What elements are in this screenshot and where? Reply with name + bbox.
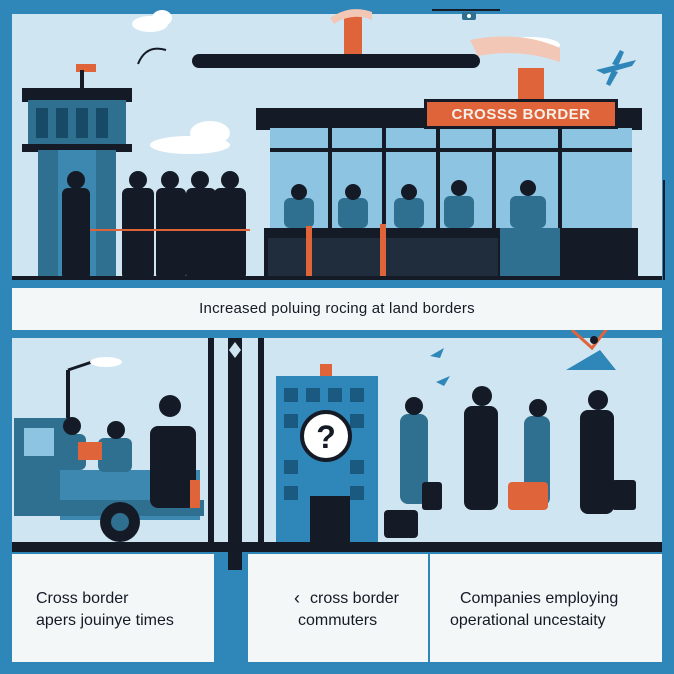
bottom-scene-graphics: ?: [12, 330, 662, 570]
caption-left-line1: Cross border: [36, 590, 129, 607]
lamp-post-icon: [66, 357, 122, 430]
caption-middle-line2: commuters: [298, 612, 378, 629]
caption-middle-line1: cross border: [310, 590, 399, 607]
banner-text: Increased poluing rocing at land borders: [199, 300, 475, 317]
caption-panel-left: Cross border apers jouinye times: [12, 554, 214, 662]
caption-panel-right: Companies employing operational uncestai…: [430, 554, 662, 662]
caption-panel-middle: ‹ cross border commuters: [248, 554, 428, 662]
svg-text:?: ?: [316, 419, 336, 455]
airplane-icon: [596, 50, 636, 86]
bird-icon: [430, 348, 450, 386]
caption-left-line2: apers jouinye times: [36, 612, 174, 629]
caption-right-line1: Companies employing: [460, 590, 619, 607]
top-scene-graphics: [12, 9, 665, 280]
cross-border-sign-label: CROSSS BORDER: [451, 105, 591, 123]
cross-border-sign: CROSSS BORDER: [424, 99, 618, 129]
question-mark-icon: ?: [300, 410, 352, 462]
caption-middle-prefix: ‹: [294, 588, 300, 608]
drone-icon: [432, 9, 500, 20]
chart-arrows-icon: [566, 330, 616, 370]
caption-right-line2: operational uncestaity: [450, 612, 606, 629]
banner: Increased poluing rocing at land borders: [12, 288, 662, 330]
